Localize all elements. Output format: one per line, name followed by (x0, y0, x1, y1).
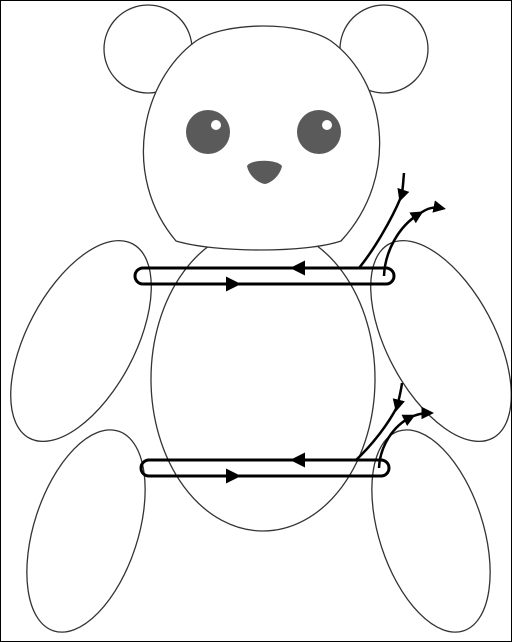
upper-thread-end-in (401, 173, 404, 197)
head (143, 26, 379, 250)
left-arm (1, 219, 180, 464)
lower-thread-end-out (411, 413, 429, 417)
right-leg (349, 415, 511, 641)
right-eye (297, 110, 341, 154)
body (151, 227, 375, 531)
left-eye (186, 110, 230, 154)
left-eye-highlight (211, 120, 221, 130)
lower-thread-end-in (397, 383, 402, 407)
left-leg (4, 415, 168, 641)
right-eye-highlight (322, 120, 332, 130)
upper-thread-end-out (419, 207, 441, 214)
